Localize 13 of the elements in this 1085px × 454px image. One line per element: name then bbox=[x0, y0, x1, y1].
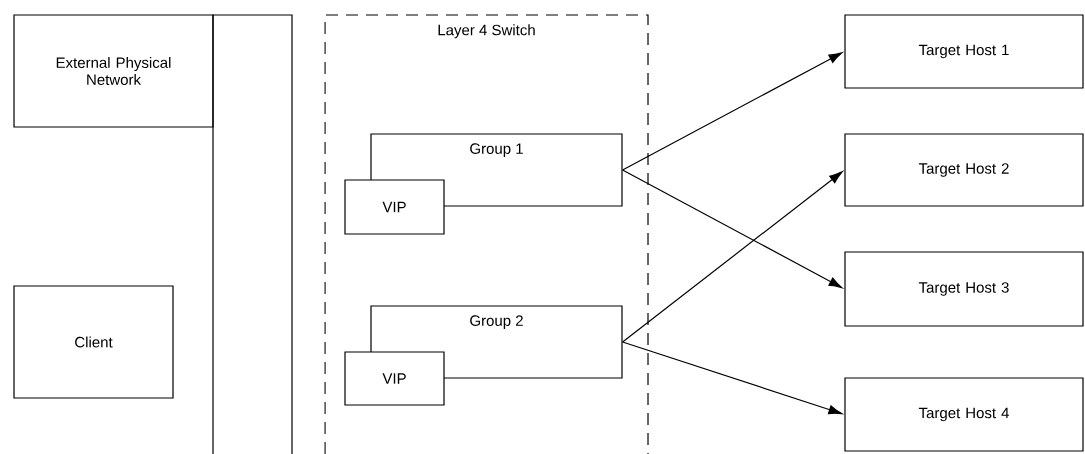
host-box: Target Host 2 bbox=[844, 133, 1084, 207]
arrow bbox=[622, 341, 843, 415]
host-box: Target Host 1 bbox=[844, 14, 1084, 89]
client-box: Client bbox=[13, 285, 174, 399]
arrow bbox=[622, 171, 843, 343]
arrow bbox=[622, 169, 843, 289]
network-box: External Physical Network bbox=[13, 14, 214, 128]
host-box: Target Host 3 bbox=[844, 251, 1084, 327]
host-box: Target Host 4 bbox=[844, 377, 1084, 452]
vip-box: VIP bbox=[344, 179, 445, 235]
bus-bar bbox=[212, 14, 293, 454]
arrow bbox=[622, 52, 843, 171]
vip-box: VIP bbox=[344, 351, 445, 406]
